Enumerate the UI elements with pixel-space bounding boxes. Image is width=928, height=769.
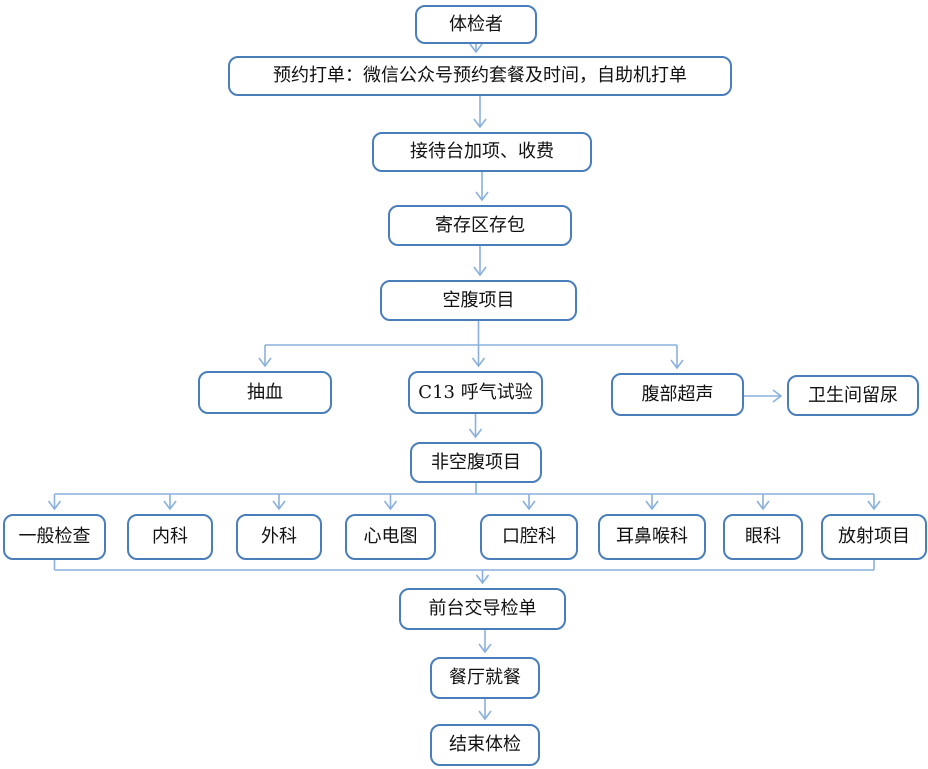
node-ultrasound: 腹部超声 xyxy=(611,373,744,416)
node-fasting: 空腹项目 xyxy=(380,280,577,321)
node-surgery: 外科 xyxy=(236,514,322,560)
node-ophthalmology: 眼科 xyxy=(723,514,803,560)
node-ent: 耳鼻喉科 xyxy=(598,514,706,560)
node-radiology: 放射项目 xyxy=(821,514,927,560)
node-dental: 口腔科 xyxy=(480,514,578,560)
node-ecg: 心电图 xyxy=(345,514,436,560)
node-locker: 寄存区存包 xyxy=(388,205,572,246)
node-front-desk: 前台交导检单 xyxy=(399,588,566,630)
node-booking: 预约打单：微信公众号预约套餐及时间，自助机打单 xyxy=(228,56,732,96)
node-end: 结束体检 xyxy=(430,724,540,766)
node-non-fasting: 非空腹项目 xyxy=(410,442,542,483)
node-urine: 卫生间留尿 xyxy=(787,375,919,416)
node-examinee: 体检者 xyxy=(415,5,537,44)
node-internal-med: 内科 xyxy=(127,514,213,560)
node-reception: 接待台加项、收费 xyxy=(372,132,592,172)
rail-nonfasting xyxy=(54,483,874,495)
node-blood-draw: 抽血 xyxy=(198,371,332,414)
rail-fasting xyxy=(265,321,677,346)
node-general-exam: 一般检查 xyxy=(3,514,106,560)
node-dining: 餐厅就餐 xyxy=(430,657,540,699)
rail-merge xyxy=(53,560,875,571)
node-c13-breath-test: C13 呼气试验 xyxy=(408,371,543,414)
